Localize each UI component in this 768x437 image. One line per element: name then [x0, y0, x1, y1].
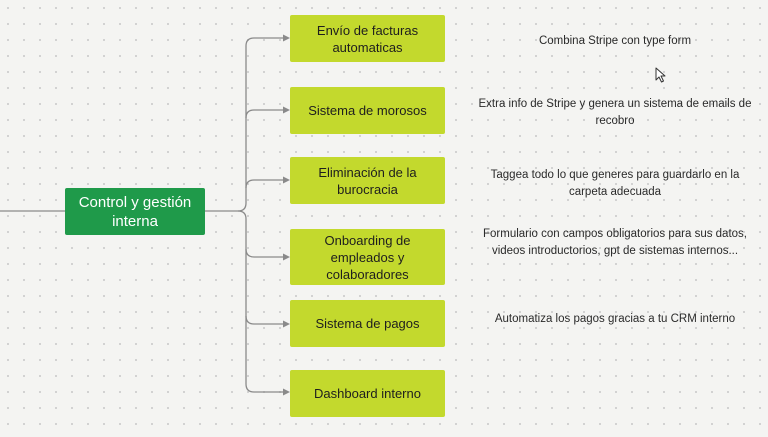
cursor-arrow-icon — [655, 67, 666, 83]
node-label: Sistema de pagos — [315, 316, 420, 331]
node-sistema-morosos[interactable]: Sistema de morosos — [290, 87, 445, 134]
arrowhead — [283, 320, 290, 328]
arrowhead — [283, 34, 290, 42]
note-sistema-morosos: Extra info de Stripe y genera un sistema… — [478, 98, 752, 127]
note-onboarding: Formulario con campos obligatorios para … — [483, 228, 747, 257]
arrowhead — [283, 176, 290, 184]
node-label: Eliminación de la burocracia — [318, 164, 417, 197]
node-label: Onboarding de empleados y colaboradores — [324, 232, 411, 282]
root-node-label: Control y gestión interna — [78, 193, 192, 230]
trunk-connector-lower — [237, 210, 284, 393]
note-eliminacion-burocracia: Taggea todo lo que generes para guardarl… — [490, 169, 740, 198]
branch-connector-3 — [245, 179, 284, 189]
node-label: Envío de facturas automaticas — [316, 22, 419, 55]
node-eliminacion-burocracia[interactable]: Eliminación de la burocracia — [290, 157, 445, 204]
arrowhead — [283, 106, 290, 114]
branch-connector-2 — [245, 109, 284, 119]
branch-connector-4 — [245, 248, 284, 258]
arrowhead — [283, 388, 290, 396]
node-label: Sistema de morosos — [308, 103, 427, 118]
branch-connector-5 — [245, 315, 284, 325]
note-sistema-pagos: Automatiza los pagos gracias a tu CRM in… — [494, 313, 736, 325]
root-trunk-connector — [205, 37, 284, 212]
node-envio-facturas[interactable]: Envío de facturas automaticas — [290, 15, 445, 62]
arrowhead — [283, 253, 290, 261]
node-sistema-pagos[interactable]: Sistema de pagos — [290, 300, 445, 347]
node-dashboard-interno[interactable]: Dashboard interno — [290, 370, 445, 417]
node-label: Dashboard interno — [314, 386, 421, 401]
root-node[interactable]: Control y gestión interna — [65, 188, 205, 235]
note-envio-facturas: Combina Stripe con type form — [538, 35, 692, 47]
node-onboarding[interactable]: Onboarding de empleados y colaboradores — [290, 229, 445, 285]
